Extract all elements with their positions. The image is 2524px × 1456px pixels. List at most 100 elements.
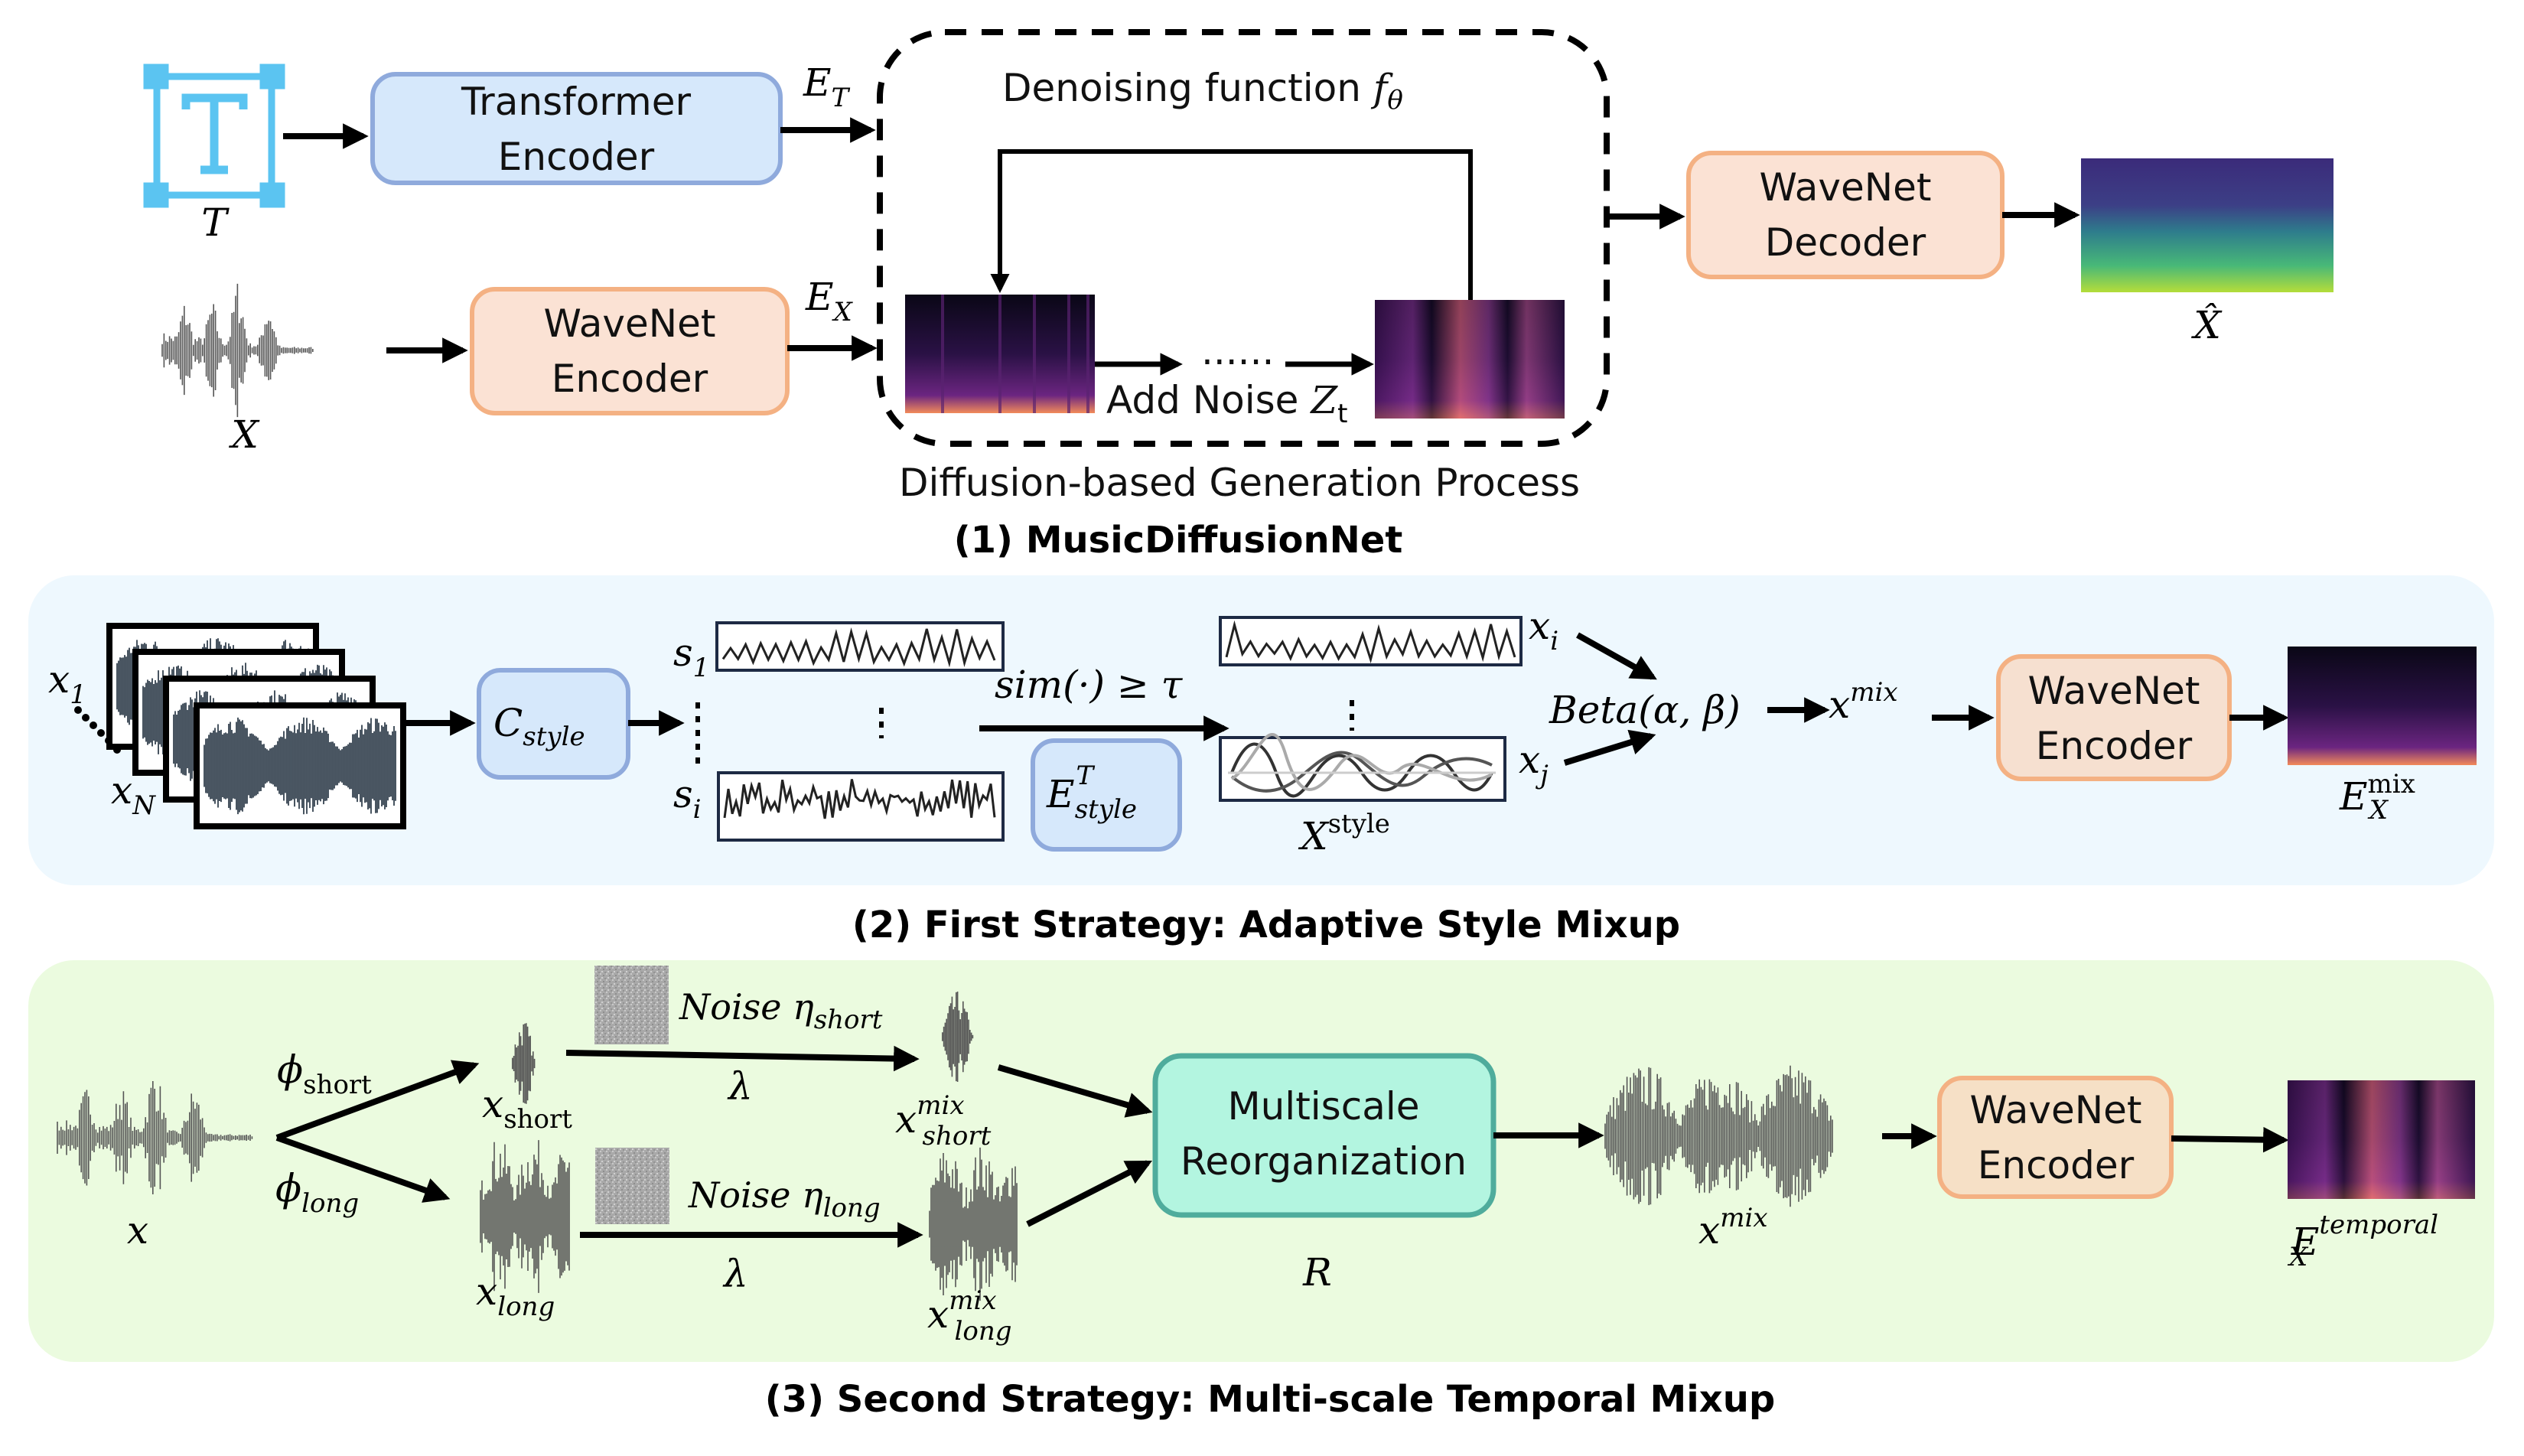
- short-segment-waveform: [512, 1023, 536, 1104]
- style-mix-label: xmix: [1829, 677, 1898, 727]
- noise-long-patch: [595, 1148, 669, 1224]
- long-segment-waveform: [480, 1140, 570, 1293]
- spectrogram-streak: [1033, 295, 1036, 413]
- output-label: X̂: [2190, 302, 2223, 347]
- wavenet-encoder-temporal-label-1: WaveNet: [1970, 1088, 2142, 1132]
- wavenet-encoder-temporal-label-2: Encoder: [1978, 1143, 2135, 1187]
- spectrogram-streak: [941, 295, 944, 413]
- audio-card-waveform: [204, 717, 396, 815]
- waveform-trace: [161, 283, 314, 418]
- section-2-background: [28, 575, 2494, 885]
- selected-style-xj: [1219, 733, 1506, 802]
- short-mix-waveform: [942, 992, 974, 1082]
- style-classifier-label: Cstyle: [493, 701, 585, 752]
- phi-long-label: ϕlong: [275, 1166, 359, 1219]
- denoising-feedback-arrow: [990, 149, 1473, 329]
- style-classifier-box: Cstyle: [477, 668, 630, 780]
- transformer-encoder-box: Transformer Encoder: [370, 72, 783, 185]
- wavenet-decoder-label-1: WaveNet: [1760, 165, 1932, 210]
- transformer-encoder-label-2: Encoder: [498, 135, 655, 179]
- diffusion-process-caption: Diffusion-based Generation Process: [899, 461, 1580, 505]
- reorganization-label-2: Reorganization: [1181, 1139, 1467, 1184]
- style-last-label: si: [673, 772, 702, 825]
- wavenet-encoder-label-2: Encoder: [552, 357, 708, 401]
- similarity-rule: sim(·) ≥ τ: [995, 663, 1184, 707]
- beta-distribution-label: Beta(α, β): [1549, 688, 1741, 732]
- noise-short-label: Noise ηshort: [679, 986, 883, 1035]
- spectrogram-streak: [998, 295, 1001, 413]
- audio-card: [194, 702, 406, 829]
- section-music-diffusion-net: T Transformer Encoder ET X WaveNet Encod…: [143, 29, 2333, 562]
- audio-embedding-label: EX: [805, 275, 854, 327]
- spectrogram-streak: [1067, 295, 1070, 413]
- selected-style-xi: [1219, 616, 1523, 666]
- multiscale-reorganization-box: Multiscale Reorganization: [1152, 1053, 1496, 1218]
- temporal-output-spectrogram: [2288, 1080, 2475, 1199]
- section-3-caption: (3) Second Strategy: Multi-scale Tempora…: [765, 1378, 1775, 1421]
- output-spectrogram: [2081, 158, 2333, 292]
- reorganization-label-1: Multiscale: [1227, 1084, 1419, 1129]
- section-adaptive-style-mixup: x1 xN Cstyle s1 si: [28, 575, 2494, 946]
- audio-input-label: X: [228, 412, 260, 457]
- text-embedding-label: ET: [803, 60, 851, 113]
- section-2-caption: (2) First Strategy: Adaptive Style Mixup: [852, 904, 1680, 946]
- wavenet-decoder-box: WaveNet Decoder: [1686, 151, 2005, 279]
- text-input-label: T: [201, 200, 230, 245]
- waveform-trace: [942, 992, 974, 1082]
- temporal-mix-waveform: [1604, 1065, 1833, 1207]
- text-input-icon: [143, 64, 285, 208]
- style-signal-1: [715, 621, 1005, 672]
- input-last-label: xN: [111, 768, 156, 821]
- wavenet-encoder-style-label-1: WaveNet: [2028, 669, 2200, 713]
- lambda-short-label: λ: [727, 1064, 753, 1109]
- add-noise-label: Add Noise Zt: [1106, 378, 1347, 429]
- phi-short-label: ϕshort: [277, 1047, 372, 1100]
- x-long-label: xlong: [476, 1269, 555, 1322]
- arrow-short-mix: [565, 1045, 920, 1072]
- arrow-long-mix-to-reorg: [1026, 1160, 1152, 1227]
- waveform-trace: [1604, 1065, 1833, 1207]
- diffusion-process-box: [877, 29, 1610, 447]
- lambda-long-label: λ: [722, 1252, 748, 1296]
- wavenet-encoder-style-label-2: Encoder: [2036, 724, 2193, 768]
- wavenet-decoder-label-2: Decoder: [1765, 220, 1926, 265]
- branch-arrows-long: [275, 1135, 451, 1203]
- denoising-function-title: Denoising function fθ: [1002, 66, 1403, 116]
- arrow-xj-to-beta: [1563, 729, 1656, 766]
- noise-short-patch: [594, 966, 669, 1044]
- noise-long-label: Noise ηlong: [688, 1174, 881, 1223]
- reorganization-symbol: R: [1302, 1250, 1332, 1295]
- noisy-spectrogram: [1375, 300, 1565, 419]
- temporal-mix-label: xmix: [1698, 1203, 1768, 1252]
- spectrogram-streak: [1086, 295, 1089, 413]
- diffusion-steps-dots: ......: [1201, 329, 1274, 373]
- style-first-label: s1: [673, 630, 709, 683]
- waveform-trace: [57, 1081, 253, 1194]
- clean-spectrogram: [905, 295, 1095, 413]
- waveform-trace: [929, 1147, 1018, 1301]
- section-multiscale-temporal-mixup: x ϕshort ϕlong xshort xlong Noise ηshort…: [28, 960, 2494, 1421]
- input-ellipsis-dots: [74, 706, 121, 754]
- branch-arrows: [275, 1060, 480, 1141]
- arrow-short-mix-to-reorg: [997, 1064, 1153, 1118]
- input-audio-stack: [106, 623, 406, 829]
- wavenet-encoder-box: WaveNet Encoder: [470, 287, 790, 415]
- transformer-encoder-label-1: Transformer: [461, 80, 691, 124]
- section-1-caption: (1) MusicDiffusionNet: [954, 519, 1403, 562]
- style-mix-spectrogram: [2288, 647, 2477, 765]
- long-mix-waveform: [929, 1147, 1018, 1301]
- wavenet-encoder-box-style: WaveNet Encoder: [1996, 654, 2232, 781]
- style-signal-i: [717, 771, 1005, 842]
- waveform-trace: [480, 1140, 570, 1293]
- waveform-trace: [512, 1023, 536, 1104]
- wavenet-encoder-label-1: WaveNet: [544, 301, 716, 346]
- input-first-label: x1: [48, 657, 86, 710]
- temporal-input-label: x: [127, 1208, 148, 1252]
